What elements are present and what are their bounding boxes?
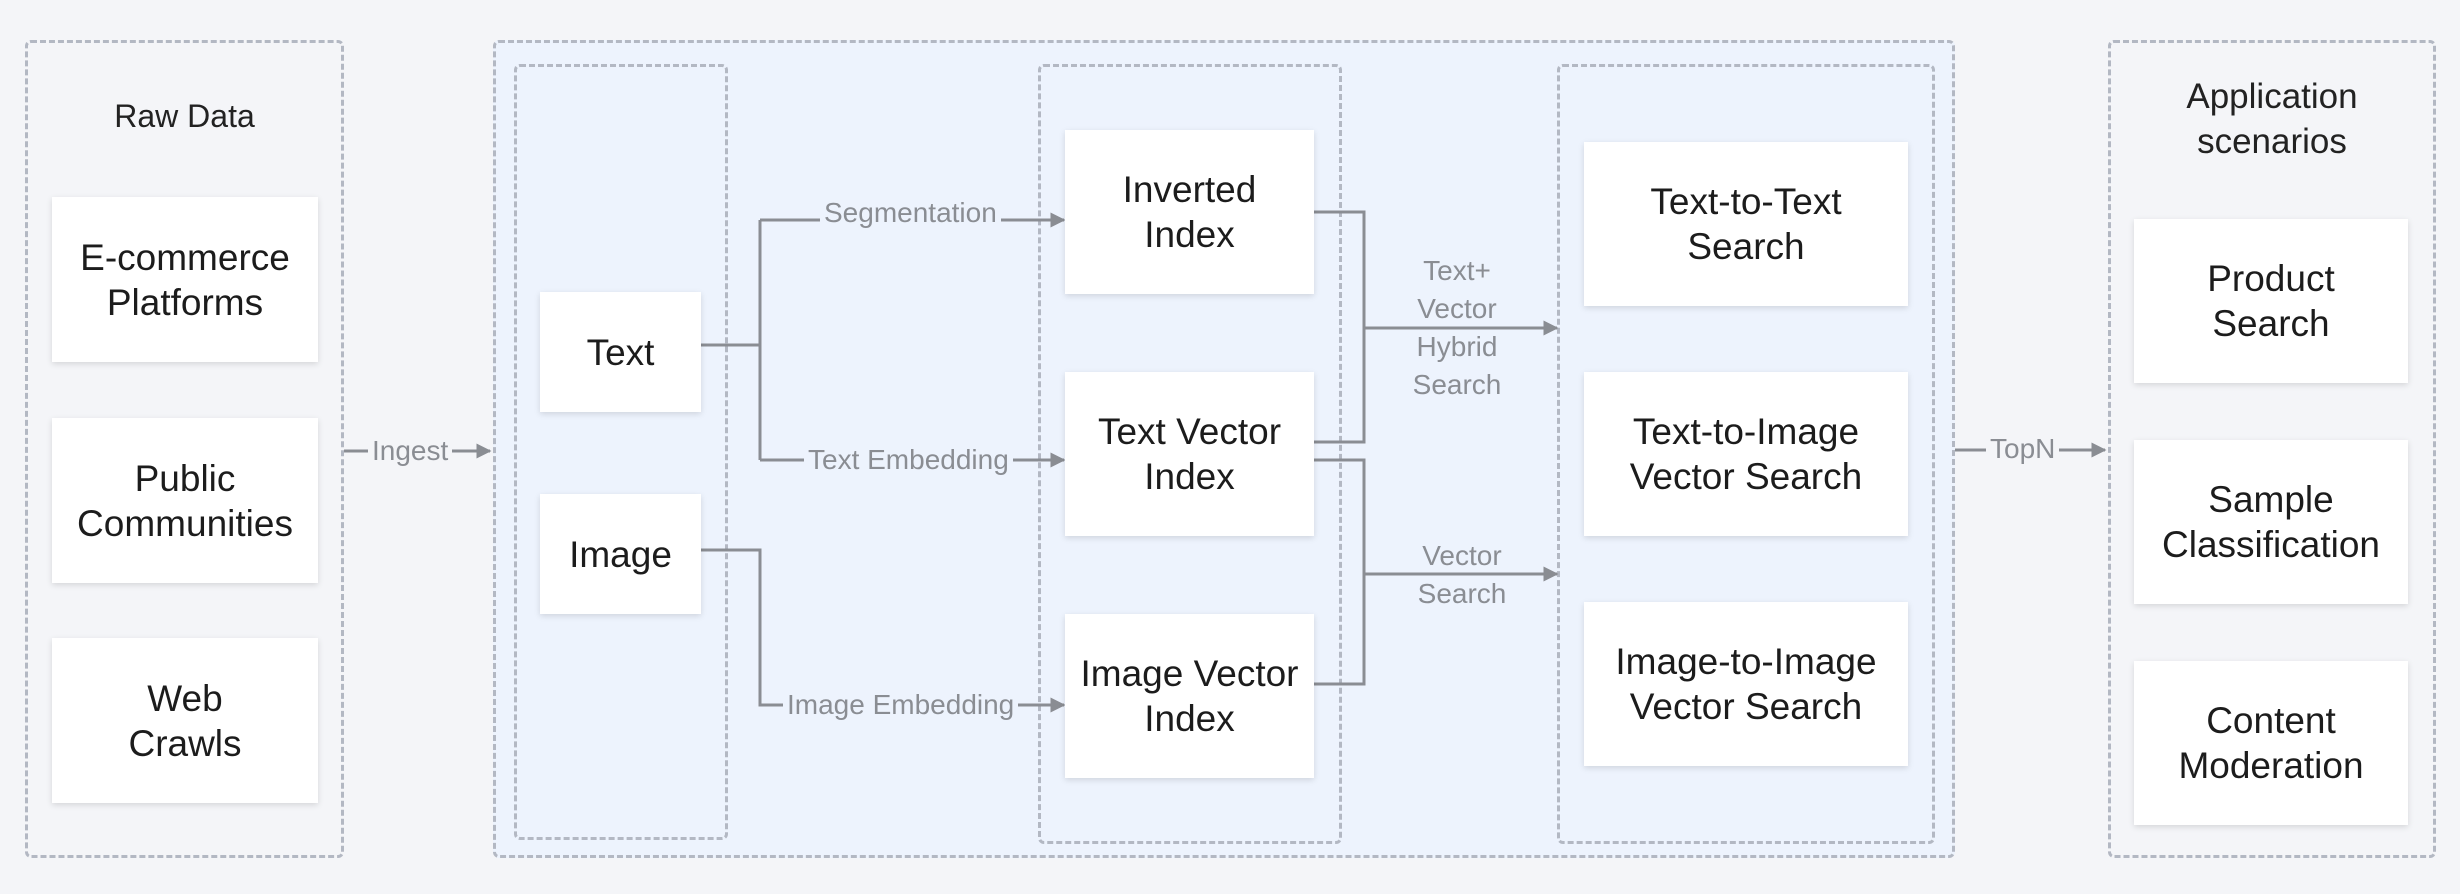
modality-group (514, 64, 728, 840)
text-embedding-label: Text Embedding (804, 441, 1013, 479)
modality-image: Image (540, 494, 701, 614)
source-public-communities: Public Communities (52, 418, 318, 583)
image-embedding-label: Image Embedding (783, 686, 1019, 724)
ingest-label: Ingest (368, 432, 453, 470)
text-to-text-search: Text-to-Text Search (1584, 142, 1908, 306)
app-content-moderation: Content Moderation (2134, 661, 2408, 825)
application-group (2108, 40, 2436, 858)
image-embedding-arrow (701, 548, 1066, 713)
source-ecommerce: E-commerce Platforms (52, 197, 318, 362)
image-vector-index: Image Vector Index (1065, 614, 1314, 778)
raw-data-group (25, 40, 344, 858)
app-product-search: Product Search (2134, 219, 2408, 383)
search-group (1557, 64, 1935, 844)
hybrid-search-label: Text+ Vector Hybrid Search (1412, 255, 1502, 400)
segmentation-label: Segmentation (820, 194, 1001, 232)
text-to-image-search: Text-to-Image Vector Search (1584, 372, 1908, 536)
hybrid-bracket (1314, 210, 1366, 444)
vector-bracket (1314, 458, 1366, 686)
application-title: Application scenarios (2186, 77, 2358, 161)
raw-data-title: Raw Data (114, 98, 255, 134)
source-web-crawls: Web Crawls (52, 638, 318, 803)
modality-text: Text (540, 292, 701, 412)
topn-label: TopN (1986, 430, 2060, 468)
inverted-index: Inverted Index (1065, 130, 1314, 294)
text-vector-index: Text Vector Index (1065, 372, 1314, 536)
vector-search-label: Vector Search (1417, 540, 1507, 609)
text-branch-line (701, 220, 762, 460)
app-sample-classification: Sample Classification (2134, 440, 2408, 604)
index-group (1038, 64, 1342, 844)
image-to-image-search: Image-to-Image Vector Search (1584, 602, 1908, 766)
